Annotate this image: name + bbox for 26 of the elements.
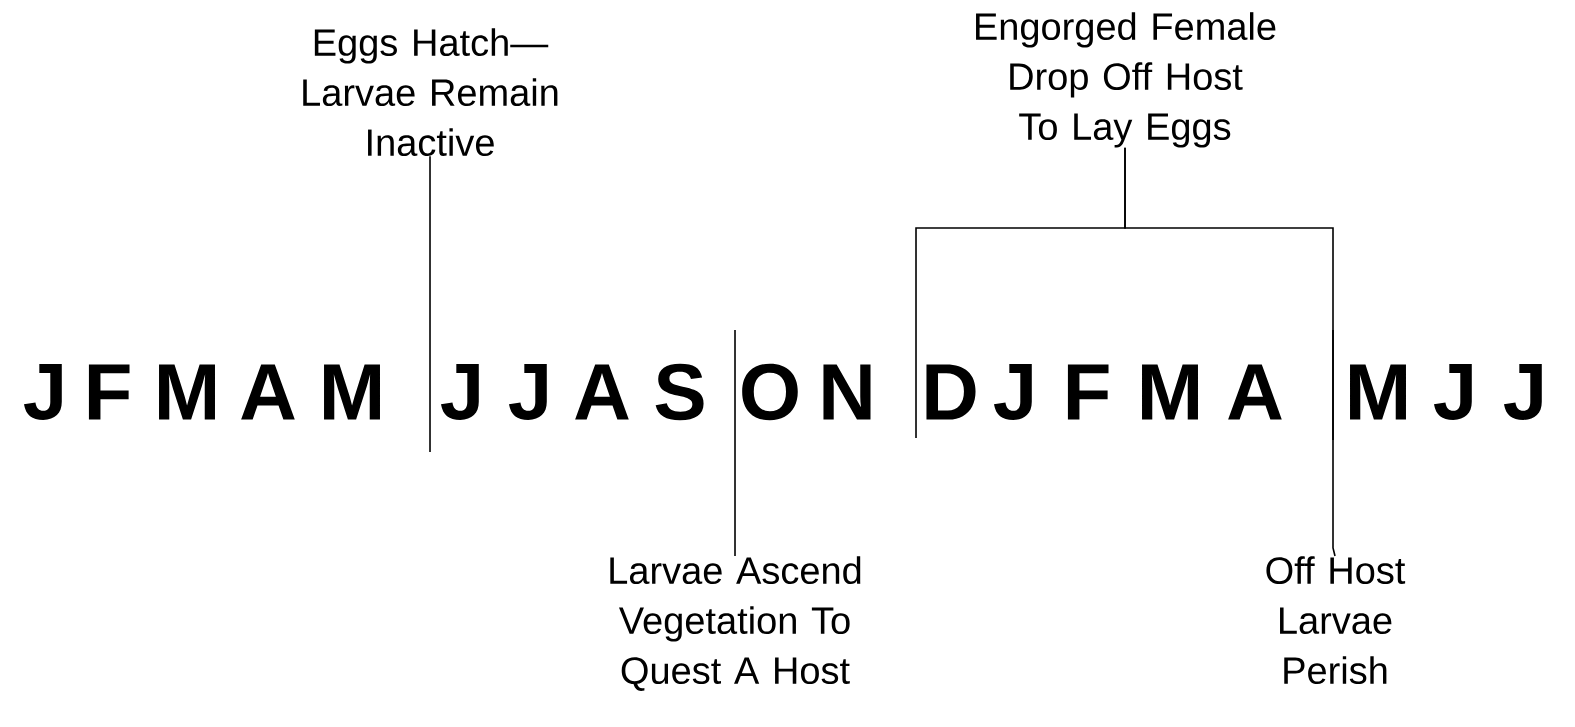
month-letter: J	[993, 364, 1032, 420]
leader-line	[734, 329, 736, 557]
month-letter: A	[575, 364, 629, 420]
month-letter: M	[1142, 364, 1198, 420]
annotation-text: Engorged Female Drop Off Host To Lay Eggs	[976, 12, 1276, 148]
month-letter: J	[1433, 364, 1472, 420]
month-letter: F	[88, 364, 130, 420]
month-letter: N	[823, 364, 871, 420]
annotation-text: Larvae Ascend Vegetation To Quest A Host	[610, 556, 861, 691]
month-letter: O	[742, 363, 798, 421]
month-letter: J	[440, 364, 479, 420]
leader-line	[429, 155, 431, 453]
annotation-text: Eggs Hatch— Larvae Remain Inactive	[303, 28, 558, 157]
month-letter: M	[1350, 364, 1406, 420]
month-letter: J	[1503, 364, 1542, 420]
month-letter: D	[926, 364, 976, 420]
leader-line	[1332, 329, 1336, 557]
month-letter: M	[324, 364, 380, 420]
month-letter: A	[1228, 364, 1282, 420]
month-letter: M	[159, 364, 215, 420]
month-letter: S	[655, 363, 704, 421]
annotation-text: Off Host Larvae Perish	[1266, 556, 1406, 685]
month-letter: J	[23, 364, 62, 420]
month-letter: J	[508, 364, 547, 420]
month-letter: A	[241, 364, 295, 420]
month-letter: F	[1067, 364, 1109, 420]
